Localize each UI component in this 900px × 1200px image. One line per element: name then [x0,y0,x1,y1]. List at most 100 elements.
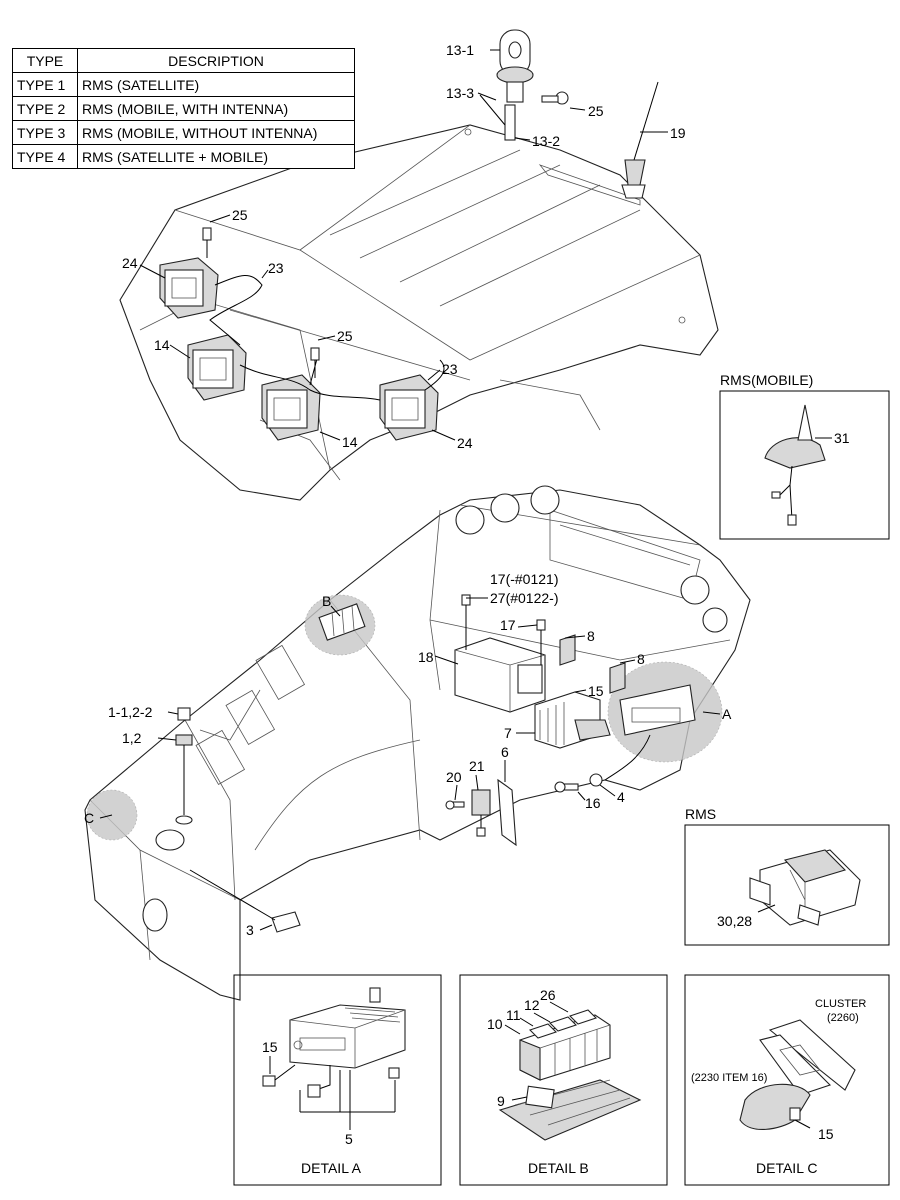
callout-a: A [722,706,732,722]
callout-6: 6 [501,744,509,760]
rms-box [684,824,890,946]
callout-15: 15 [818,1126,834,1142]
cluster-label: CLUSTER [815,998,866,1010]
callout-13-2: 13-2 [532,133,560,149]
cab-interior [84,485,751,1001]
rms-mobile-box [719,390,890,540]
description-cell: RMS (MOBILE, WITH INTENNA) [77,96,355,121]
description-cell: RMS (SATELLITE + MOBILE) [77,144,355,169]
type-cell: TYPE 1 [12,72,78,97]
connector [175,707,193,825]
callout-16: 16 [585,795,601,811]
callout-24: 24 [457,435,473,451]
detail-b-box [459,974,668,1186]
mounting-bracket [454,637,546,713]
callout-11: 11 [506,1007,521,1023]
callout-23: 23 [442,361,458,377]
callout-20: 20 [446,769,462,785]
callout-4: 4 [617,789,625,805]
callout-14: 14 [342,434,358,450]
header-type: TYPE [12,48,78,73]
wiring-harness [209,275,381,401]
table-row: TYPE 4 RMS (SATELLITE + MOBILE) [12,144,355,169]
type-cell: TYPE 3 [12,120,78,145]
callout-9: 9 [497,1093,505,1109]
callout-17: 17(-#0121) [490,571,559,587]
clip [609,662,626,694]
relay-bracket [497,778,517,847]
relay [471,789,491,837]
header-description: DESCRIPTION [77,48,355,73]
type-cell: TYPE 4 [12,144,78,169]
callout-30-28: 30,28 [717,913,752,929]
callout-15: 15 [262,1039,278,1055]
rms-title: RMS [685,806,716,822]
description-cell: RMS (MOBILE, WITHOUT INTENNA) [77,120,355,145]
callout-27: 27(#0122-) [490,590,559,606]
callout-15: 15 [588,683,604,699]
grommet [589,773,603,787]
work-lamp [187,334,247,401]
detail-c-box [684,974,890,1186]
callout-1-1: 1-1,2-2 [108,704,153,720]
callout-b: B [322,593,331,609]
callout-7: 7 [504,725,512,741]
callout-8: 8 [587,628,595,644]
clip [559,634,576,666]
callout-13-1: 13-1 [446,42,474,58]
callout-14: 14 [154,337,170,353]
callout-8: 8 [637,651,645,667]
rms-module [749,849,861,926]
callout-1-2: 1,2 [122,730,142,746]
screw [388,1067,400,1079]
callout-17: 17 [500,617,516,633]
cluster-number: (2260) [827,1012,859,1024]
callout-3: 3 [246,922,254,938]
callout-26: 26 [540,987,556,1003]
bolt [554,781,579,793]
connector [189,869,301,933]
callout-12: 12 [524,997,540,1013]
callout-10: 10 [487,1016,503,1032]
work-lamp [261,374,321,441]
cluster-bracket [739,1019,856,1131]
detail-c-caption: DETAIL C [756,1160,817,1176]
callout-13-3: 13-3 [446,85,474,101]
table-header-row: TYPE DESCRIPTION [12,48,355,73]
type-cell: TYPE 2 [12,96,78,121]
item-label: (2230 ITEM 16) [691,1072,767,1084]
description-cell: RMS (SATELLITE) [77,72,355,97]
callout-c: C [84,810,94,826]
screw [445,800,465,810]
callout-19: 19 [670,125,686,141]
detail-a-caption: DETAIL A [301,1160,362,1176]
callout-18: 18 [418,649,434,665]
bolt [310,347,320,378]
callout-25: 25 [588,103,604,119]
type-description-table: TYPE DESCRIPTION TYPE 1 RMS (SATELLITE) … [12,48,355,169]
radio-unit [604,684,696,781]
detail-b-caption: DETAIL B [528,1160,589,1176]
callout-23: 23 [268,260,284,276]
work-lamp [379,374,439,441]
beacon-lamp [479,29,534,141]
screw [262,1075,276,1087]
callout-25: 25 [232,207,248,223]
callout-25: 25 [337,328,353,344]
switch-panel [318,603,366,641]
rocker-switches [498,1009,642,1141]
mobile-antenna [764,404,826,526]
bolt [461,594,471,650]
callout-5: 5 [345,1131,353,1147]
callout-24: 24 [122,255,138,271]
table-row: TYPE 1 RMS (SATELLITE) [12,72,355,97]
table-row: TYPE 3 RMS (MOBILE, WITHOUT INTENNA) [12,120,355,145]
table-row: TYPE 2 RMS (MOBILE, WITH INTENNA) [12,96,355,121]
detail-a-box [233,974,442,1186]
radio-unit [289,987,406,1098]
bolt [541,91,569,105]
rms-mobile-title: RMS(MOBILE) [720,372,813,388]
work-lamp [159,257,219,319]
bolt [202,227,212,258]
